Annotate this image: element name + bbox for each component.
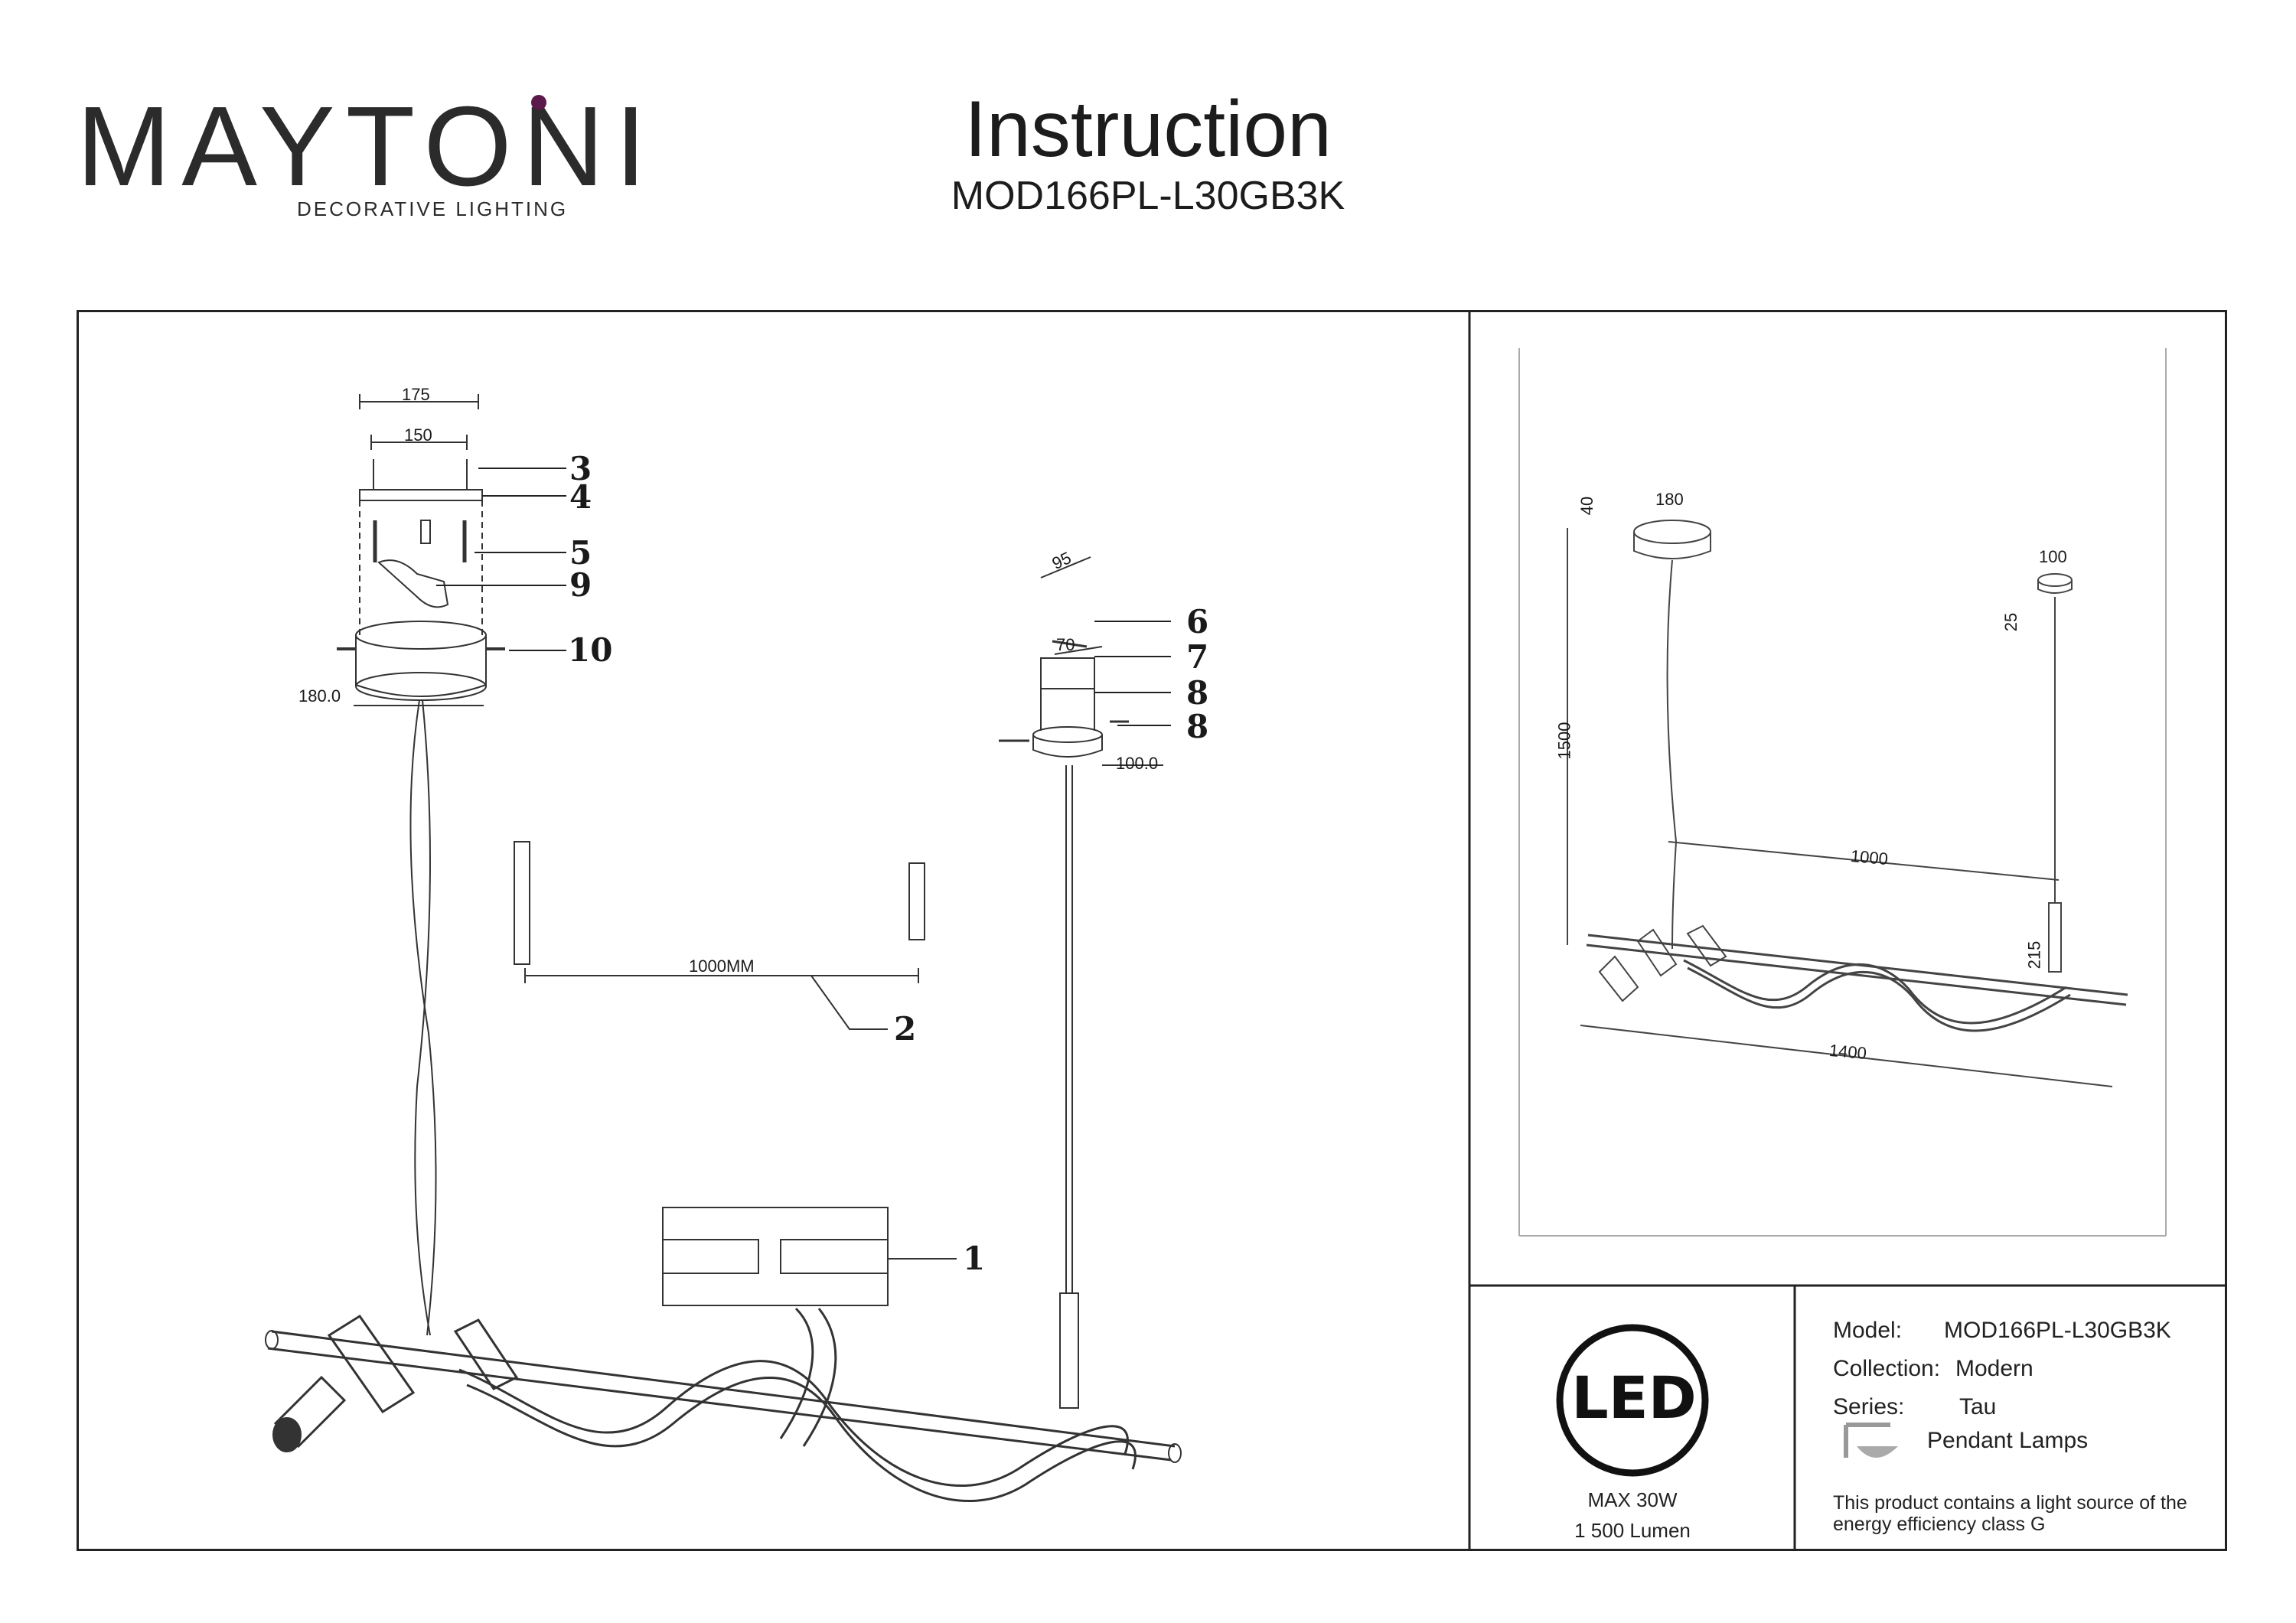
callout-2: 2: [894, 1010, 917, 1048]
ov-dim-100: 100: [2039, 547, 2067, 566]
overview-drawing: [1518, 348, 2167, 1237]
brand-logo: MAYTONI: [77, 83, 657, 210]
callout-8a: 8: [1186, 674, 1209, 712]
collection-label: Collection:: [1833, 1356, 1941, 1381]
callout-1: 1: [963, 1240, 986, 1277]
ov-dim-215: 215: [2024, 940, 2044, 970]
ov-dim-40: 40: [1577, 496, 1597, 516]
led-lumen: 1 500 Lumen: [1574, 1519, 1691, 1542]
assembly-drawing: [265, 394, 1182, 1502]
ov-dim-1000: 1000: [1850, 846, 1889, 869]
model-value: MOD166PL-L30GB3K: [1944, 1318, 2171, 1343]
series-label: Series:: [1833, 1394, 1905, 1419]
dim-175: 175: [402, 385, 430, 404]
led-badge-text: LED: [1571, 1364, 1697, 1432]
type-value: Pendant Lamps: [1927, 1428, 2089, 1453]
dim-70: 70: [1056, 635, 1075, 654]
instruction-frame: [77, 310, 2227, 1551]
model-label: Model:: [1833, 1318, 1903, 1343]
callout-8b: 8: [1186, 708, 1209, 745]
led-badge-ring: [1556, 1324, 1709, 1477]
series-value: Tau: [1959, 1394, 1997, 1419]
callout-6: 6: [1186, 603, 1209, 640]
ov-dim-1500: 1500: [1554, 722, 1574, 760]
header-model-code: MOD166PL-L30GB3K: [951, 174, 1345, 218]
dim-1000mm: 1000MM: [689, 957, 755, 976]
led-power: MAX 30W: [1587, 1488, 1678, 1511]
energy-note-2: energy efficiency class G: [1833, 1514, 2046, 1535]
dim-150: 150: [404, 425, 432, 445]
callout-5: 5: [569, 534, 592, 572]
callout-3: 3: [569, 450, 592, 487]
ov-dim-180: 180: [1655, 490, 1684, 509]
dim-180: 180.0: [298, 686, 341, 706]
page-title: Instruction: [964, 85, 1332, 174]
pendant-lamp-icon: [1844, 1423, 1898, 1458]
callout-4: 4: [569, 478, 592, 516]
brand-tagline: DECORATIVE LIGHTING: [297, 197, 569, 220]
callout-7: 7: [1186, 638, 1209, 676]
callout-9: 9: [569, 566, 592, 604]
ov-dim-1400: 1400: [1828, 1040, 1867, 1064]
collection-value: Modern: [1955, 1356, 2033, 1381]
callout-10: 10: [568, 631, 613, 669]
dim-100: 100.0: [1116, 754, 1159, 773]
ov-dim-25: 25: [2001, 612, 2021, 632]
energy-note-1: This product contains a light source of …: [1833, 1492, 2187, 1514]
logo-accent-dot: [531, 95, 546, 110]
